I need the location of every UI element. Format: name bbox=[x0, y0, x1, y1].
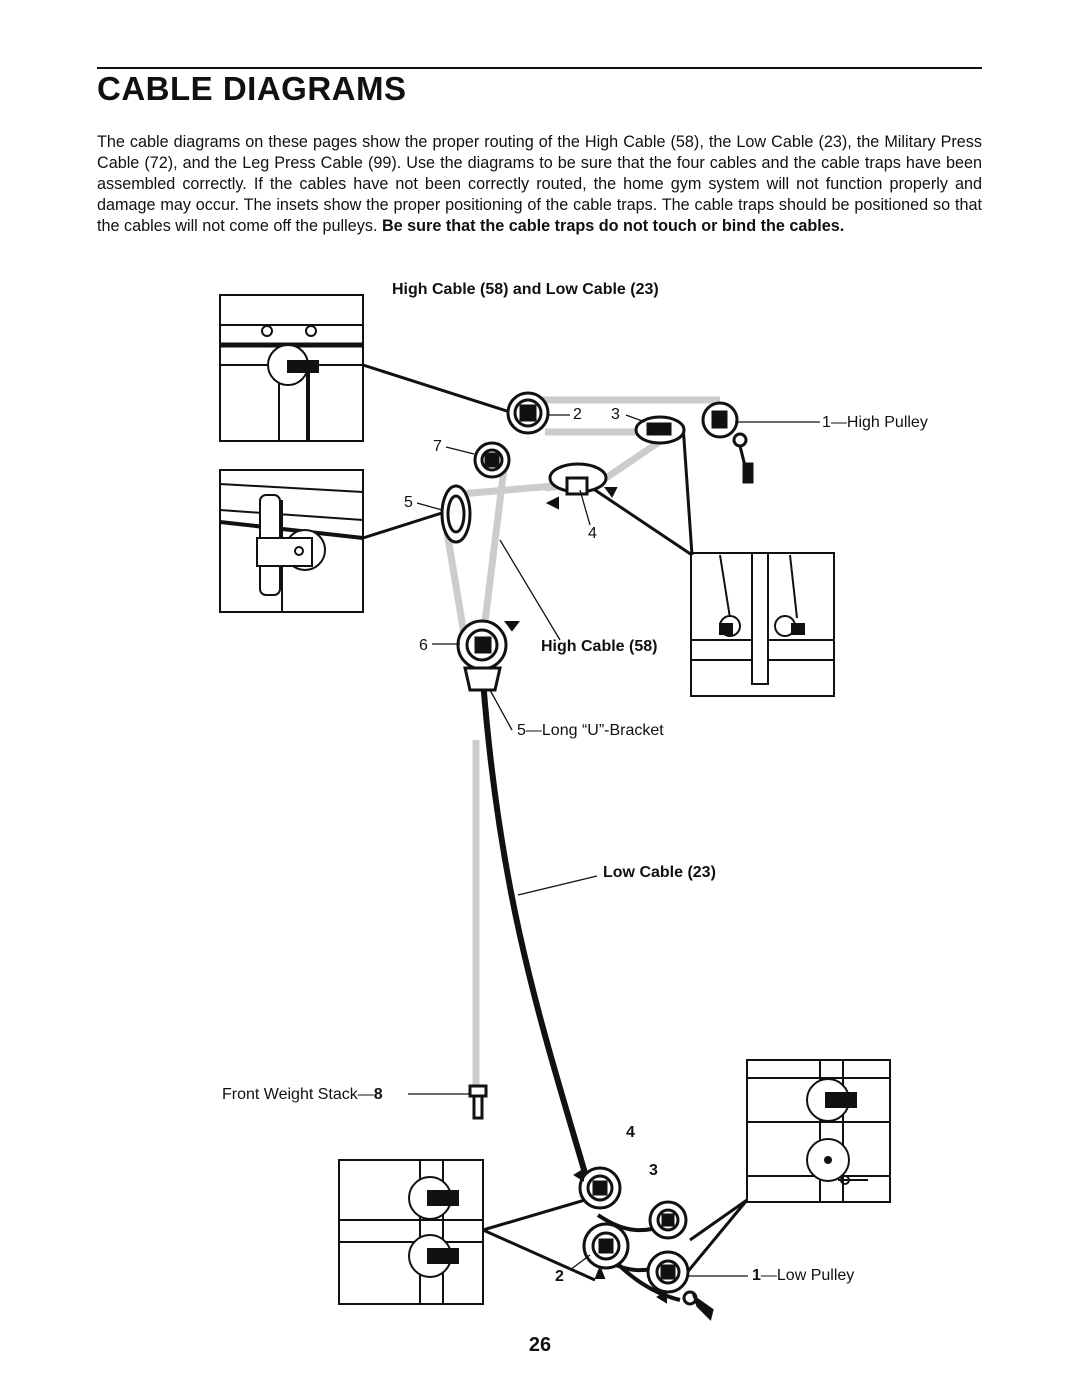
intro-paragraph: The cable diagrams on these pages show t… bbox=[97, 132, 982, 237]
low-pulley-text: —Low Pulley bbox=[760, 1267, 855, 1284]
label-long-u-bracket: 5—Long “U”-Bracket bbox=[517, 722, 664, 739]
pulley-5 bbox=[440, 484, 472, 544]
upper-pulleys bbox=[440, 391, 754, 1120]
label-leaders bbox=[408, 414, 820, 1277]
pulley-2 bbox=[506, 391, 550, 435]
pulley-3 bbox=[634, 415, 686, 445]
inset-top-left bbox=[219, 294, 364, 442]
pulley-4 bbox=[548, 462, 608, 496]
lower-pulleys bbox=[578, 1166, 714, 1321]
label-2: 2 bbox=[573, 406, 582, 423]
pulley-6 bbox=[456, 619, 508, 671]
diagram-heading: High Cable (58) and Low Cable (23) bbox=[392, 281, 659, 298]
weight-stack-pin bbox=[468, 1084, 488, 1120]
lower-pulley-2 bbox=[582, 1222, 630, 1270]
front-weight-stack-text: Front Weight Stack— bbox=[222, 1086, 374, 1103]
long-u-bracket-shape bbox=[463, 666, 502, 692]
lower-pulley-1 bbox=[646, 1250, 714, 1321]
front-weight-stack-number: 8 bbox=[373, 1086, 383, 1103]
page-number: 26 bbox=[528, 1334, 552, 1356]
inset-middle-left bbox=[219, 469, 364, 613]
label-4: 4 bbox=[588, 525, 597, 542]
inset-right bbox=[690, 552, 835, 697]
low-cable-route bbox=[480, 679, 681, 1302]
title-rule bbox=[97, 67, 982, 69]
direction-arrows bbox=[504, 487, 667, 1304]
intro-warning: Be sure that the cable traps do not touc… bbox=[381, 217, 845, 235]
intro-text: The cable diagrams on these pages show t… bbox=[97, 133, 982, 235]
label-low-2: 2 bbox=[555, 1268, 564, 1285]
label-front-weight-stack: Front Weight Stack—8 bbox=[222, 1086, 383, 1104]
label-low-pulley: 1—Low Pulley bbox=[752, 1267, 854, 1285]
label-7: 7 bbox=[433, 438, 442, 455]
page-title: CABLE DIAGRAMS bbox=[97, 70, 407, 107]
lower-pulley-4 bbox=[578, 1166, 622, 1210]
label-high-pulley: 1—High Pulley bbox=[822, 414, 928, 431]
inset-bottom-left bbox=[338, 1159, 484, 1305]
low-pulley-number: 1 bbox=[752, 1267, 761, 1284]
label-low-3: 3 bbox=[649, 1162, 658, 1179]
label-low-4: 4 bbox=[626, 1124, 635, 1141]
pulley-7 bbox=[473, 441, 511, 479]
label-3: 3 bbox=[611, 406, 620, 423]
label-5: 5 bbox=[404, 494, 413, 511]
lower-pulley-3 bbox=[648, 1200, 688, 1240]
inset-leaders bbox=[362, 363, 749, 1282]
pulley-1-high bbox=[701, 401, 754, 484]
label-low-cable: Low Cable (23) bbox=[603, 864, 716, 881]
inset-bottom-right bbox=[746, 1059, 891, 1203]
label-high-cable: High Cable (58) bbox=[541, 638, 658, 655]
label-6: 6 bbox=[419, 637, 428, 654]
